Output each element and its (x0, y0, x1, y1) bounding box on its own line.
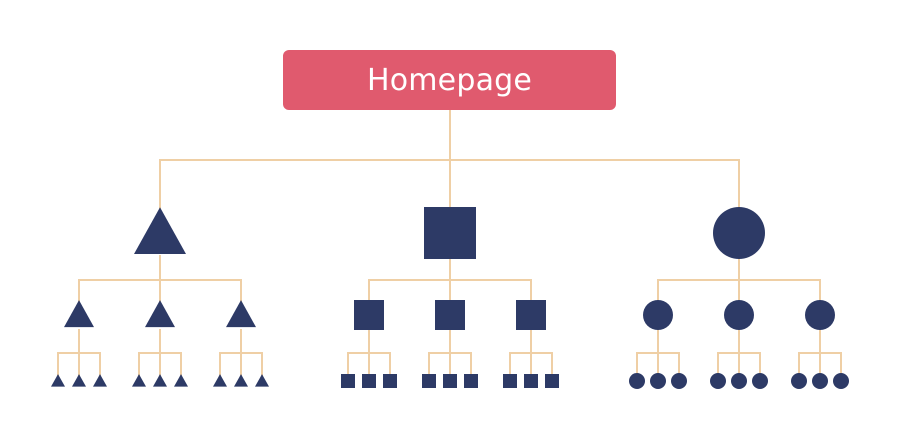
square-node-l3-2-1-3 (383, 374, 397, 388)
triangle-node-l3-1-2-3 (174, 374, 188, 387)
circle-node-l3-3-2-2 (731, 373, 747, 389)
circle-node-l1-3 (713, 207, 765, 259)
square-node-l3-2-2-3 (464, 374, 478, 388)
connector-lines (57, 109, 842, 376)
square-node-l3-2-1-1 (341, 374, 355, 388)
square-node-l3-2-2-2 (443, 374, 457, 388)
node-shapes (51, 207, 849, 389)
square-node-l2-2-1 (354, 300, 384, 330)
circle-node-l3-3-3-2 (812, 373, 828, 389)
triangle-node-l3-1-1-1 (51, 374, 65, 387)
triangle-node-l1-1 (134, 207, 186, 255)
square-node-l2-2-3 (516, 300, 546, 330)
circle-node-l3-3-1-2 (650, 373, 666, 389)
triangle-node-l3-1-3-3 (255, 374, 269, 387)
homepage-node: Homepage (283, 50, 616, 110)
circle-node-l3-3-2-3 (752, 373, 768, 389)
circle-node-l3-3-3-1 (791, 373, 807, 389)
circle-node-l3-3-1-1 (629, 373, 645, 389)
triangle-node-l3-1-2-2 (153, 374, 167, 387)
square-node-l3-2-3-3 (545, 374, 559, 388)
homepage-label: Homepage (366, 62, 533, 98)
circle-node-l3-3-3-3 (833, 373, 849, 389)
triangle-node-l3-1-1-2 (72, 374, 86, 387)
triangle-node-l2-1-2 (145, 300, 175, 328)
square-node-l3-2-3-2 (524, 374, 538, 388)
circle-node-l3-3-1-3 (671, 373, 687, 389)
triangle-node-l3-1-1-3 (93, 374, 107, 387)
square-node-l1-2 (424, 207, 476, 259)
triangle-node-l2-1-3 (226, 300, 256, 328)
square-node-l3-2-1-2 (362, 374, 376, 388)
triangle-node-l3-1-3-1 (213, 374, 227, 387)
triangle-node-l3-1-3-2 (234, 374, 248, 387)
circle-node-l2-3-1 (643, 300, 673, 330)
circle-node-l3-3-2-1 (710, 373, 726, 389)
square-node-l3-2-3-1 (503, 374, 517, 388)
triangle-node-l2-1-1 (64, 300, 94, 328)
square-node-l2-2-2 (435, 300, 465, 330)
triangle-node-l3-1-2-1 (132, 374, 146, 387)
circle-node-l2-3-2 (724, 300, 754, 330)
circle-node-l2-3-3 (805, 300, 835, 330)
square-node-l3-2-2-1 (422, 374, 436, 388)
